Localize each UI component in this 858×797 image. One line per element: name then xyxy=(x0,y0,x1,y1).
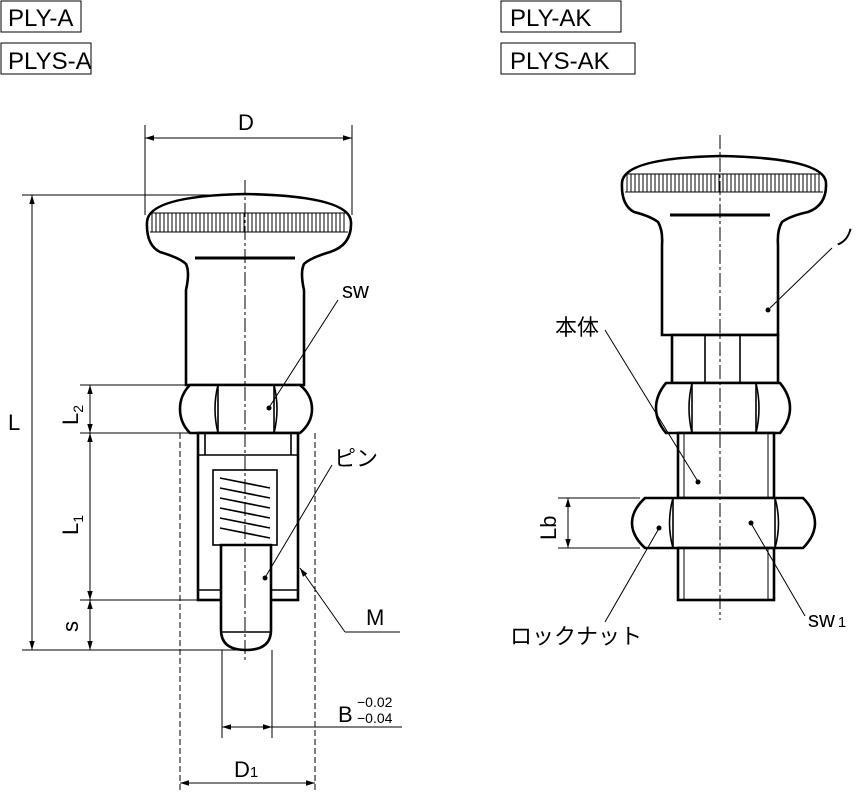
svg-text:Lb: Lb xyxy=(536,516,561,540)
svg-text:−0.04: −0.04 xyxy=(357,710,393,726)
svg-text:s: s xyxy=(58,621,83,632)
svg-text:ノブ: ノブ xyxy=(834,225,858,250)
callout-body: 本体 xyxy=(555,315,701,485)
svg-text:本体: 本体 xyxy=(555,315,599,340)
knob xyxy=(620,154,828,337)
model-name: PLY-AK xyxy=(510,5,591,32)
callout-lock-nut: ロックナット xyxy=(510,525,662,649)
dimension-L1: L1 xyxy=(58,433,222,601)
model-name: PLYS-A xyxy=(8,48,92,75)
svg-text:M: M xyxy=(366,605,384,630)
callout-knob: ノブ xyxy=(765,225,858,313)
dimension-B: B −0.02 −0.04 xyxy=(221,650,402,738)
body xyxy=(670,333,780,385)
svg-text:L2: L2 xyxy=(58,405,86,425)
dimension-Lb: Lb xyxy=(536,497,640,549)
hex-nut xyxy=(654,381,792,435)
svg-text:D: D xyxy=(238,110,254,135)
callout-pin: ピン xyxy=(262,446,378,581)
svg-text:sw: sw xyxy=(342,278,369,303)
knob xyxy=(145,192,353,387)
plunger-ply-a xyxy=(145,180,353,660)
model-label-plys-a: PLYS-A xyxy=(0,42,92,75)
dimension-D: D xyxy=(144,110,353,215)
model-label-ply-a: PLY-A xyxy=(0,0,82,33)
svg-text:ロックナット: ロックナット xyxy=(510,624,642,649)
model-name: PLY-A xyxy=(8,5,73,32)
plunger-ply-ak xyxy=(620,135,828,620)
svg-text:ピン: ピン xyxy=(334,446,378,471)
svg-text:D1: D1 xyxy=(234,757,258,782)
dimension-s: s xyxy=(58,600,93,650)
hex-nut xyxy=(178,383,314,435)
svg-text:sw1: sw1 xyxy=(808,607,846,632)
svg-text:B: B xyxy=(338,702,353,727)
lock-nut xyxy=(630,496,817,550)
svg-text:L: L xyxy=(8,410,20,435)
dimension-L: L xyxy=(8,194,250,651)
model-label-plys-ak: PLYS-AK xyxy=(500,42,636,75)
svg-text:−0.02: −0.02 xyxy=(357,694,393,710)
model-label-ply-ak: PLY-AK xyxy=(500,0,622,33)
knurl xyxy=(150,212,348,233)
thread xyxy=(676,431,776,500)
model-name: PLYS-AK xyxy=(510,48,610,75)
svg-text:L1: L1 xyxy=(58,515,86,535)
callout-sw: sw xyxy=(266,278,369,411)
pin xyxy=(219,543,273,652)
callout-M: M xyxy=(299,567,400,633)
